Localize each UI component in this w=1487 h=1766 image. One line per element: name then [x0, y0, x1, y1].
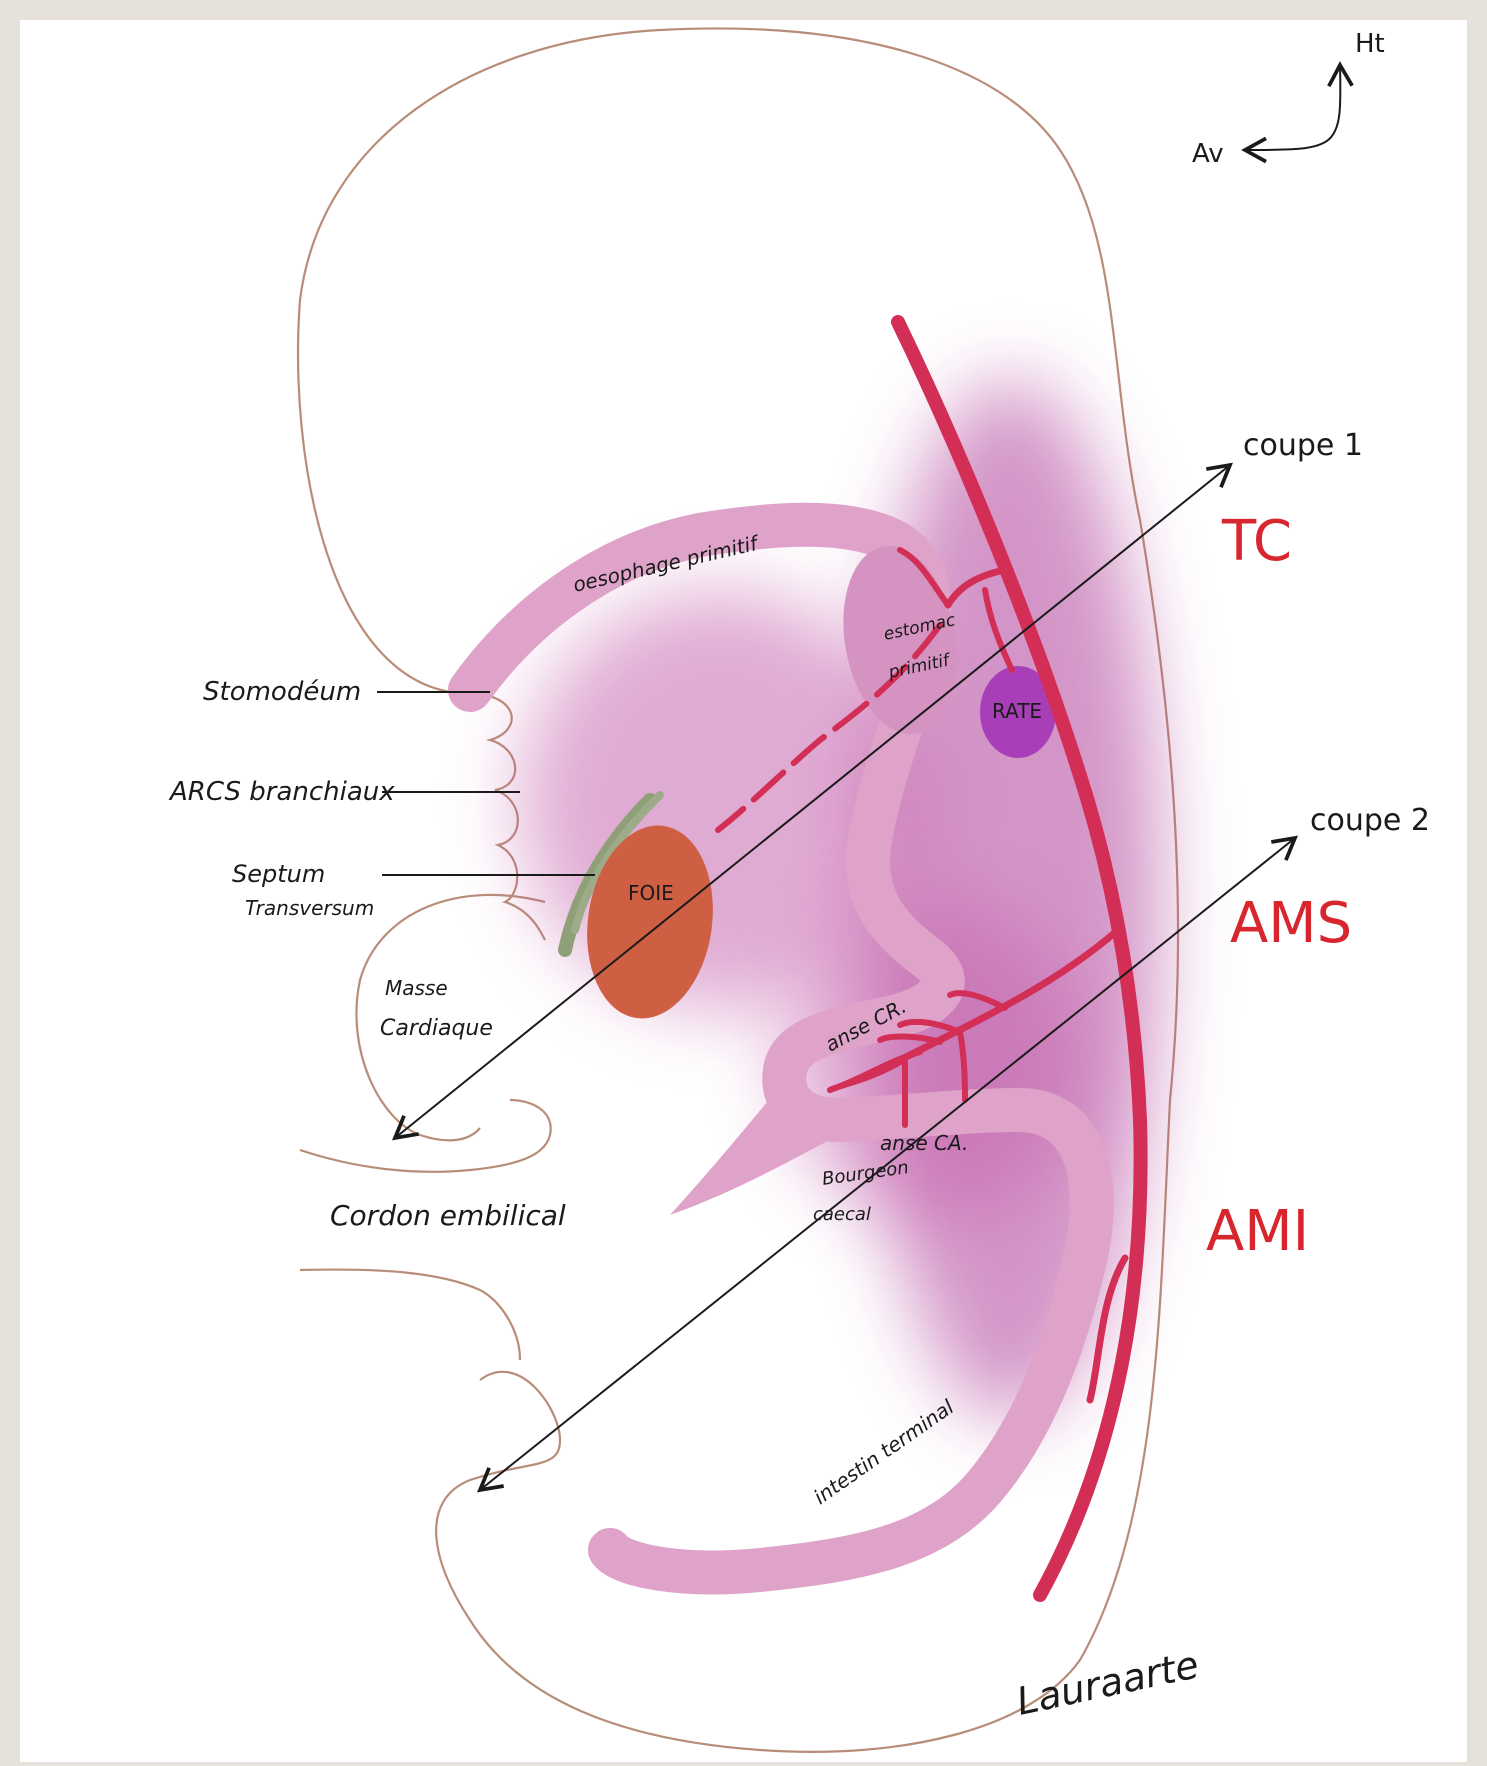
heart-label-1: Masse	[385, 976, 448, 1000]
cut-1-label: coupe 1	[1243, 428, 1363, 463]
heart-label-2: Cardiaque	[380, 1016, 493, 1041]
cecal-bud-label-2: caecal	[813, 1204, 871, 1225]
septum-label-1: Septum	[232, 860, 325, 888]
cut-2-label: coupe 2	[1310, 803, 1430, 838]
caudal-loop-label: anse CA.	[880, 1131, 968, 1155]
stomodeum-label: Stomodéum	[203, 677, 361, 707]
ami-label: AMI	[1206, 1199, 1309, 1264]
liver-label: FOIE	[628, 881, 674, 905]
tc-label: TC	[1221, 509, 1292, 574]
septum-label-2: Transversum	[245, 896, 374, 920]
front-label: Av	[1192, 139, 1224, 169]
cord-label: Cordon embilical	[330, 1199, 566, 1232]
up-label: Ht	[1355, 29, 1385, 59]
ams-label: AMS	[1230, 891, 1352, 956]
arches-label: ARCS branchiaux	[168, 777, 395, 807]
spleen-label: RATE	[992, 699, 1042, 723]
